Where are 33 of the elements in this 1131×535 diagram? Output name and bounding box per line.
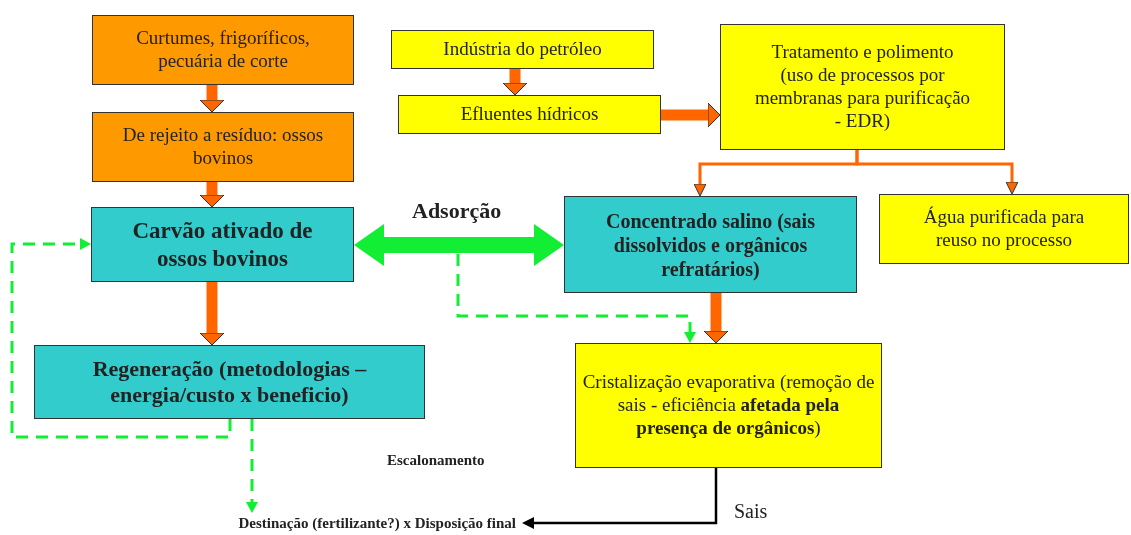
process-box <box>92 15 354 85</box>
node-text: De rejeito a resíduo: ossos bovinos <box>121 124 325 170</box>
process-box <box>92 112 354 182</box>
dashed-arrow <box>246 419 258 513</box>
node-text: Cristalização evaporativa (remoção de sais - eficiência afetada pela presença de orgânicos) <box>581 371 876 440</box>
arrow <box>199 282 225 346</box>
process-box <box>391 30 654 69</box>
node-text: Água purificada para reuso no processo <box>922 206 1086 252</box>
process-box <box>91 207 354 282</box>
node-text: Curtumes, frigoríficos, pecuária de corte <box>135 27 311 73</box>
node-text: Destinação (fertilizante?) x Disposição final <box>238 514 516 532</box>
node-text: Tratamento e polimento (uso de processos por membranas para purificação - EDR) <box>753 41 972 133</box>
process-box <box>564 196 857 293</box>
process-box <box>879 194 1129 264</box>
process-box <box>398 95 661 134</box>
arrow <box>199 182 225 208</box>
node-text: Concentrado salino (sais dissolvidos e orgânicos refratários) <box>605 208 816 281</box>
process-box <box>720 24 1005 150</box>
arrow <box>502 69 528 96</box>
node-text: Regeneração (metodologias – energia/custo x beneficio) <box>91 355 368 409</box>
arrow <box>522 468 718 529</box>
arrow <box>661 102 721 128</box>
double-arrow <box>354 224 564 266</box>
node-text: Carvão ativado de ossos bovinos <box>131 216 314 273</box>
arrow <box>703 293 729 344</box>
process-box <box>575 343 882 468</box>
arrow <box>855 150 1019 195</box>
process-box <box>34 345 425 419</box>
node-text: Indústria do petróleo <box>443 38 602 61</box>
dashed-arrow <box>10 238 232 439</box>
arrow <box>199 85 225 113</box>
dashed-arrow <box>456 254 696 343</box>
node-text: Efluentes hídricos <box>460 103 599 126</box>
